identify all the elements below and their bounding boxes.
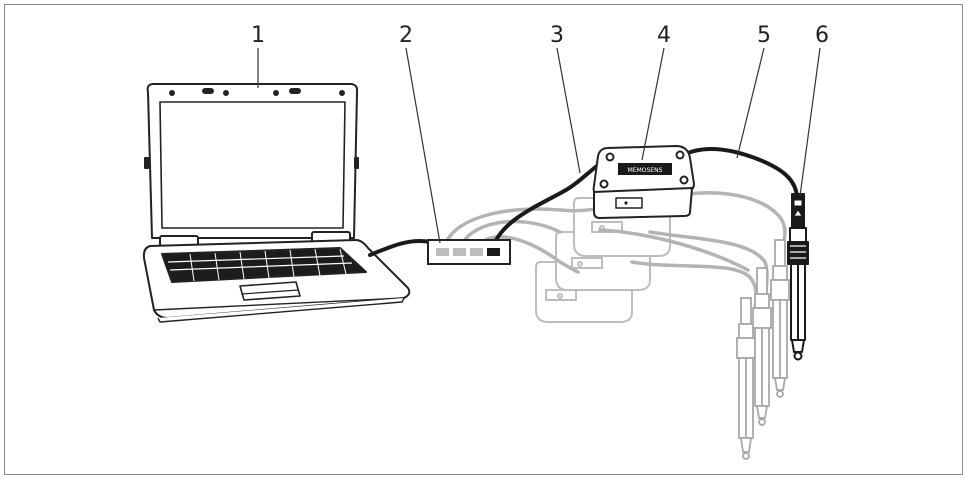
callout-1: 1 bbox=[251, 23, 265, 48]
active-sensor bbox=[787, 193, 809, 361]
ghost-sensor-b bbox=[752, 267, 772, 426]
callout-6: 6 bbox=[815, 23, 829, 48]
usb-to-hub-cable bbox=[490, 158, 607, 252]
brand-label: MEMOSENS bbox=[628, 167, 663, 174]
leader-line-3 bbox=[556, 47, 581, 174]
ghost-sensor-c bbox=[770, 239, 790, 398]
leader-line-2 bbox=[405, 47, 441, 244]
leader-line-5 bbox=[736, 47, 765, 159]
ghost-sensors bbox=[736, 239, 790, 460]
callout-2: 2 bbox=[399, 23, 413, 48]
callout-5: 5 bbox=[757, 23, 771, 48]
leader-line-6 bbox=[799, 47, 821, 197]
laptop bbox=[142, 83, 411, 323]
callout-numbers: 1 2 3 4 5 6 bbox=[251, 23, 829, 48]
laptop-usb-cable bbox=[368, 239, 432, 257]
usb-hub bbox=[427, 239, 511, 265]
leader-line-4 bbox=[641, 47, 665, 161]
leader-lines bbox=[257, 47, 821, 244]
memosens-hub: MEMOSENS bbox=[592, 145, 695, 219]
ghost-sensor-a bbox=[736, 297, 756, 460]
hub-to-sensor-cable bbox=[676, 147, 799, 198]
callout-3: 3 bbox=[550, 23, 564, 48]
callout-4: 4 bbox=[657, 23, 671, 48]
active-cables bbox=[368, 147, 799, 257]
ghost-devices bbox=[535, 197, 671, 323]
